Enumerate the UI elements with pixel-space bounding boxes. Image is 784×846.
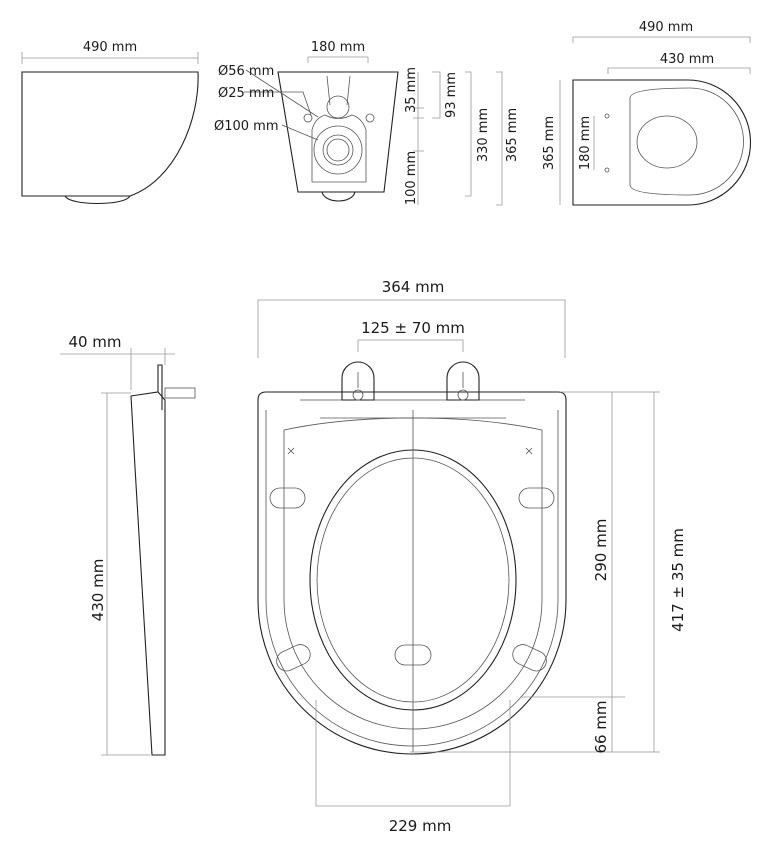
- h93-label: 93 mm: [444, 72, 459, 118]
- d100-label: Ø100 mm: [214, 119, 279, 134]
- hinge-spacing-label: 125 ± 70 mm: [361, 319, 465, 337]
- hole-spacing-label: 180 mm: [578, 116, 593, 170]
- toilet-plan-view: 490 mm 430 mm 180 mm 365 mm: [542, 20, 752, 206]
- seat-width-label: 364 mm: [382, 278, 445, 296]
- side-width-label: 490 mm: [83, 40, 137, 55]
- h365-label: 365 mm: [505, 108, 520, 162]
- seat-side-view: 40 mm 430 mm: [60, 333, 196, 756]
- d56-label: Ø56 mm: [218, 64, 274, 79]
- plan-width-label: 365 mm: [542, 116, 557, 170]
- plan-inner-length-label: 430 mm: [660, 52, 714, 67]
- toilet-back-view: 180 mm Ø56 mm Ø25 mm Ø100 mm 35 mm 100 m…: [214, 40, 520, 206]
- h290-label: 290 mm: [592, 519, 610, 582]
- inner-width-label: 229 mm: [389, 817, 452, 835]
- seat-front-view: 364 mm 125 ± 70 mm 290 mm 66 mm 417 ± 35…: [257, 278, 687, 835]
- total-length-label: 417 ± 35 mm: [669, 528, 687, 632]
- h66-label: 66 mm: [592, 700, 610, 753]
- seat-thickness-label: 40 mm: [68, 333, 121, 351]
- d25-label: Ø25 mm: [218, 86, 274, 101]
- plan-length-label: 490 mm: [639, 20, 693, 35]
- back-width-label: 180 mm: [311, 40, 365, 55]
- h35-label: 35 mm: [404, 67, 419, 113]
- toilet-side-view: 490 mm: [21, 40, 199, 204]
- h100-label: 100 mm: [404, 151, 419, 205]
- h330-label: 330 mm: [476, 108, 491, 162]
- seat-length-label: 430 mm: [89, 559, 107, 622]
